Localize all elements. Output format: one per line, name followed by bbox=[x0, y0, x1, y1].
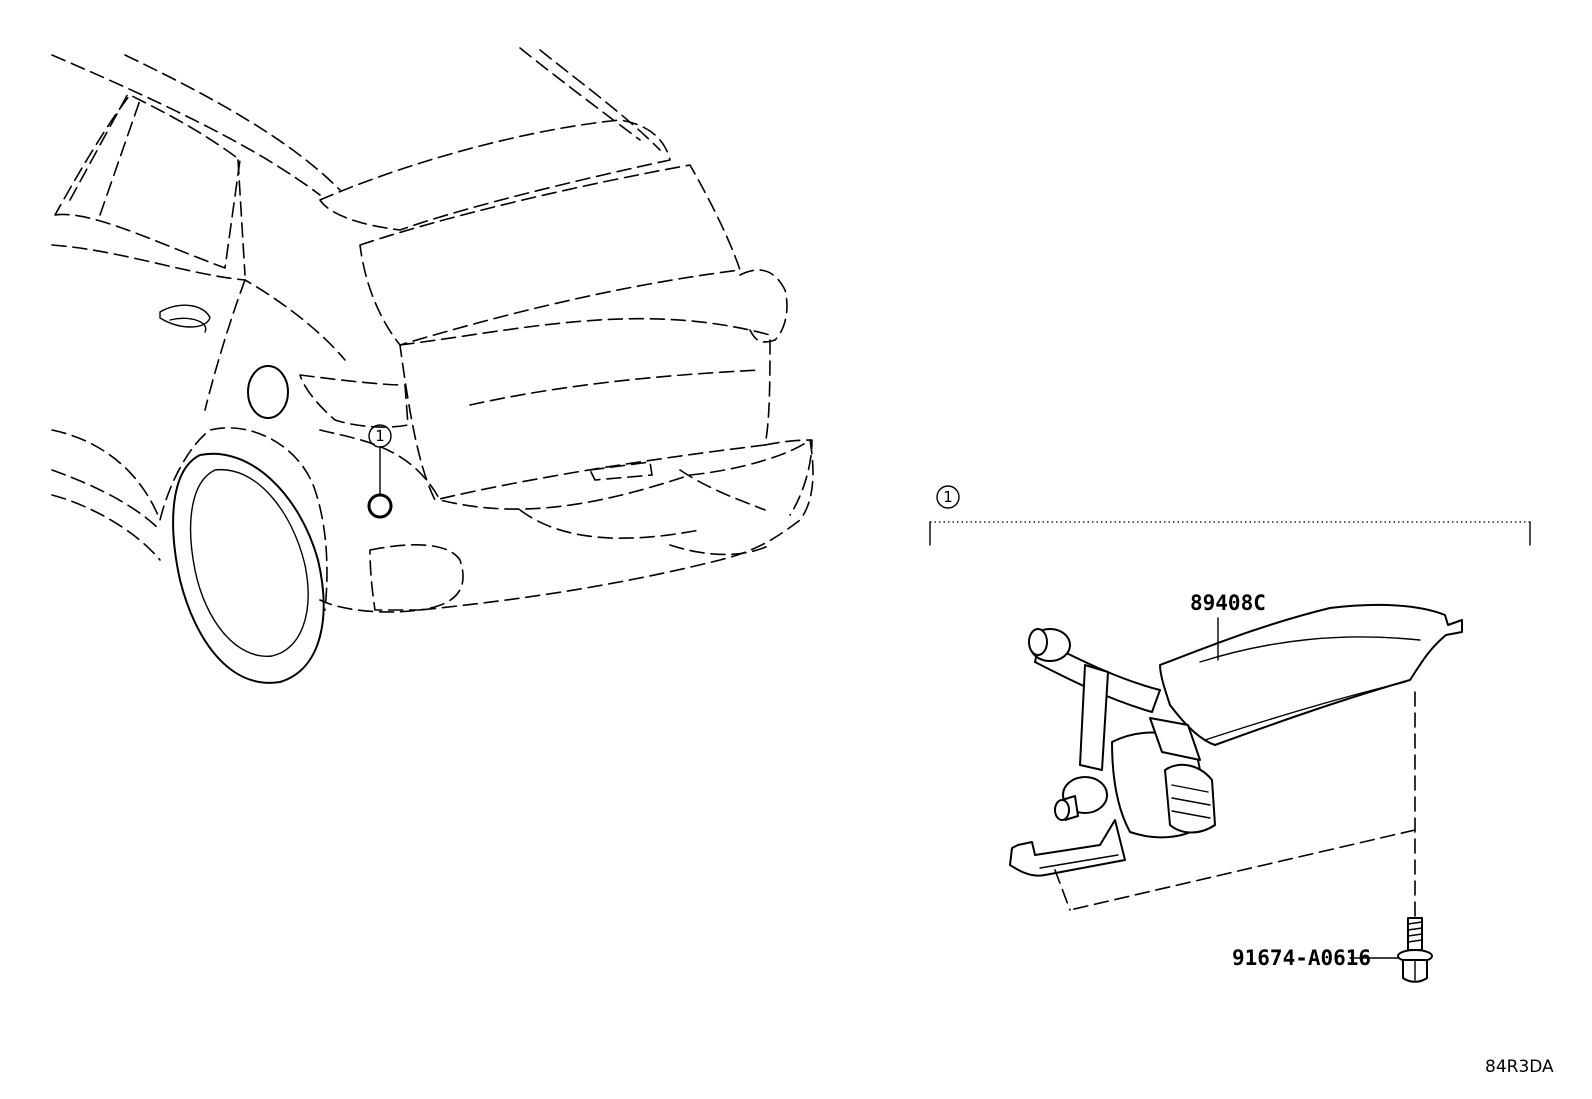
vehicle-callout: 1 bbox=[367, 424, 393, 519]
bolt-part-label: 91674-A0616 bbox=[1232, 946, 1399, 970]
vehicle-outline bbox=[51, 47, 814, 684]
figure-code: 84R3DA bbox=[1485, 1057, 1554, 1077]
installation-lines bbox=[1054, 691, 1416, 921]
sensor-part-number: 89408C bbox=[1190, 591, 1266, 615]
sensor-part-label: 89408C bbox=[1190, 591, 1266, 661]
bolt bbox=[1397, 917, 1433, 983]
vehicle-callout-number: 1 bbox=[375, 427, 385, 445]
assembly-callout-number: 1 bbox=[943, 488, 953, 506]
bolt-part-number: 91674-A0616 bbox=[1232, 946, 1371, 970]
height-control-sensor bbox=[1009, 603, 1463, 877]
assembly-bracket: 1 bbox=[929, 485, 1531, 546]
sensor-location-marker bbox=[367, 493, 393, 519]
